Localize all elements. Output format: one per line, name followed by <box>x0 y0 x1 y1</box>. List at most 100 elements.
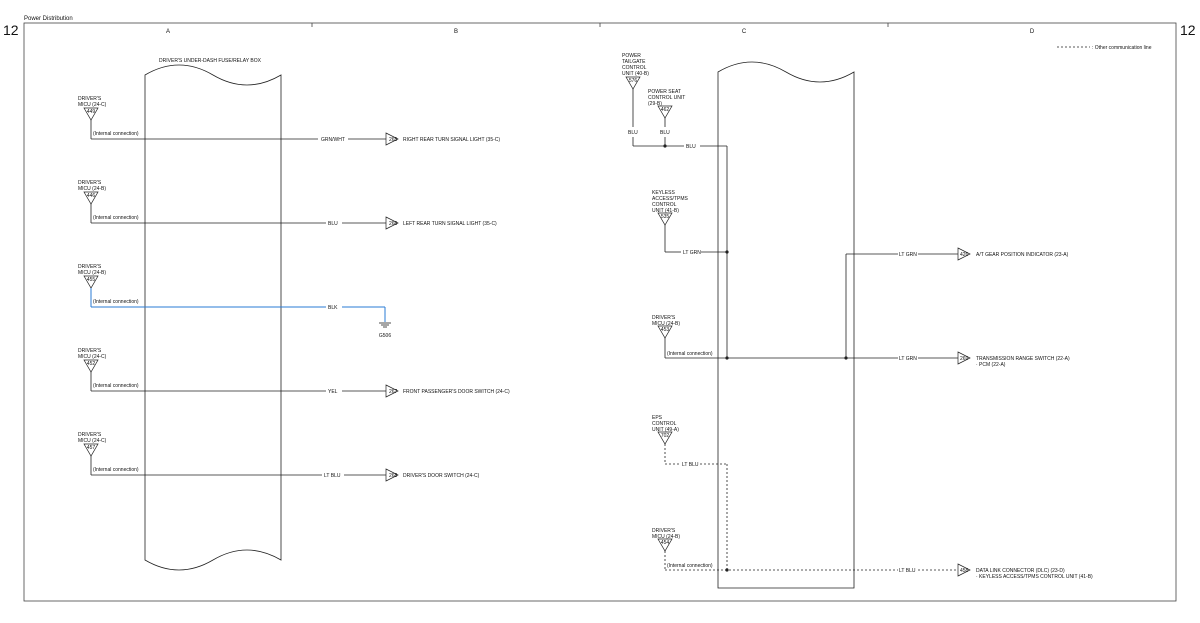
destination-pin: 426 <box>960 252 969 258</box>
source-label: DRIVER'S <box>78 180 102 186</box>
ground-icon <box>379 322 391 328</box>
svg-text:CONTROL UNIT: CONTROL UNIT <box>648 95 685 101</box>
connector-triangle-icon <box>657 212 673 226</box>
wire-color-label: GRN/WHT <box>321 137 345 143</box>
source-eps-control-unit: EPS CONTROL UNIT (49-A) 702 LT BLU <box>652 415 728 570</box>
connector-pin: 535 <box>661 214 670 220</box>
internal-connection-label: (Internal connection) <box>93 299 139 305</box>
source-driver-micu-453: DRIVER'S MICU (24-B) 453 (Internal conne… <box>652 315 898 360</box>
source-keyless-access-control-unit: KEYLESS ACCESS/TPMS CONTROL UNIT (41-B) … <box>652 190 729 256</box>
source-label: MICU (24-C) <box>78 354 107 360</box>
diagram-frame <box>23 22 1177 602</box>
connector-pin: 453 <box>661 327 670 333</box>
destination-arrow-icon <box>385 468 399 482</box>
svg-text:DRIVER'S: DRIVER'S <box>652 315 676 321</box>
destination-pin: 458 <box>960 568 969 574</box>
connector-pin: 452 <box>87 361 96 367</box>
column-label-d: D <box>1030 29 1035 35</box>
destination-label: TRANSMISSION RANGE SWITCH (22-A) <box>976 356 1070 362</box>
wire-color-label: LT GRN <box>899 356 917 362</box>
connector-pin: 454 <box>661 540 670 546</box>
center-unit-box-shape <box>717 61 855 589</box>
source-label: DRIVER'S <box>78 264 102 270</box>
fuse-relay-box-label: DRIVER'S UNDER-DASH FUSE/RELAY BOX <box>159 58 262 64</box>
junction-dot <box>725 250 729 254</box>
connector-pin: 702 <box>661 433 670 439</box>
source-label: MICU (24-B) <box>78 270 106 276</box>
destination-arrow-icon <box>385 132 399 146</box>
destination-label: RIGHT REAR TURN SIGNAL LIGHT (35-C) <box>403 137 500 143</box>
connector-triangle-icon <box>657 538 673 552</box>
source-power-tailgate-control-unit: POWER TAILGATE CONTROL UNIT (40-B) 576 B… <box>622 53 649 146</box>
left-circuit-3: DRIVER'S MICU (24-B) 455 (Internal conne… <box>78 264 391 339</box>
destination-label: DRIVER'S DOOR SWITCH (24-C) <box>403 473 480 479</box>
wire-color-label: LT BLU <box>324 473 341 479</box>
destination-arrow-icon <box>957 351 971 365</box>
page-title: Power Distribution <box>24 16 73 22</box>
connector-pin: 462 <box>661 107 670 113</box>
svg-text:MICU (24-B): MICU (24-B) <box>652 534 680 540</box>
fuse-relay-box-shape <box>144 64 282 571</box>
junction-dot <box>725 568 729 572</box>
wire-color-label: BLK <box>328 305 338 311</box>
svg-text:ACCESS/TPMS: ACCESS/TPMS <box>652 196 689 202</box>
connector-pin: 576 <box>629 78 638 84</box>
internal-connection-label: (Internal connection) <box>93 383 139 389</box>
internal-connection-label: (Internal connection) <box>93 215 139 221</box>
left-circuit-5: DRIVER'S MICU (24-C) 457 (Internal conne… <box>78 432 480 482</box>
internal-connection-label: (Internal connection) <box>93 131 139 137</box>
connector-triangle-icon <box>657 431 673 445</box>
connector-pin: 446 <box>87 193 96 199</box>
source-power-seat-control-unit: POWER SEAT CONTROL UNIT (29-B) 462 BLU <box>648 89 685 146</box>
destination-label: DATA LINK CONNECTOR (DLC) (23-D) <box>976 568 1065 574</box>
connector-triangle-icon <box>83 191 99 205</box>
svg-text:CONTROL: CONTROL <box>652 202 677 208</box>
connector-pin: 449 <box>87 109 96 115</box>
svg-text:KEYLESS: KEYLESS <box>652 190 675 196</box>
svg-text:EPS: EPS <box>652 415 663 421</box>
dest-transmission-range-switch: LT GRN 269 TRANSMISSION RANGE SWITCH (22… <box>899 351 1070 368</box>
wire-color-label: YEL <box>328 389 338 395</box>
destination-arrow-icon <box>957 563 971 577</box>
destination-label: FRONT PASSENGER'S DOOR SWITCH (24-C) <box>403 389 510 395</box>
dest-data-link-connector: LT BLU 458 DATA LINK CONNECTOR (DLC) (23… <box>899 563 1093 580</box>
left-circuit-2: DRIVER'S MICU (24-B) 446 (Internal conne… <box>78 180 497 230</box>
destination-label: · PCM (22-A) <box>976 362 1006 368</box>
connector-triangle-icon <box>625 76 641 90</box>
destination-pin: 269 <box>960 356 969 362</box>
wire-color-label: LT GRN <box>899 252 917 258</box>
source-label: DRIVER'S <box>78 96 102 102</box>
bus-wire-label: BLU <box>686 144 696 150</box>
destination-label: A/T GEAR POSITION INDICATOR (23-A) <box>976 252 1069 258</box>
junction-dot <box>663 144 667 148</box>
ground-label: G506 <box>379 333 391 339</box>
destination-label: · KEYLESS ACCESS/TPMS CONTROL UNIT (41-B… <box>976 574 1093 580</box>
connector-triangle-icon <box>657 105 673 119</box>
connector-triangle-icon <box>83 443 99 457</box>
legend-label: : Other communication line <box>1092 45 1152 51</box>
connector-triangle-icon <box>83 359 99 373</box>
internal-connection-label: (Internal connection) <box>667 351 713 357</box>
svg-text:TAILGATE: TAILGATE <box>622 59 646 65</box>
svg-text:POWER SEAT: POWER SEAT <box>648 89 681 95</box>
wire-color-label: BLU <box>628 130 638 136</box>
page-number-right: 12 <box>1180 22 1196 38</box>
column-label-a: A <box>166 29 170 35</box>
destination-arrow-icon <box>385 384 399 398</box>
destination-label: LEFT REAR TURN SIGNAL LIGHT (35-C) <box>403 221 497 227</box>
wire-color-label: LT BLU <box>899 568 916 574</box>
destination-arrow-icon <box>385 216 399 230</box>
svg-text:UNIT (41-B): UNIT (41-B) <box>652 208 679 214</box>
connector-pin: 457 <box>87 445 96 451</box>
connector-triangle-icon <box>83 275 99 289</box>
column-label-b: B <box>454 29 458 35</box>
left-circuit-1: DRIVER'S MICU (24-C) 449 (Internal conne… <box>78 96 500 146</box>
destination-arrow-icon <box>957 247 971 261</box>
wire-color-label: LT GRN <box>683 250 701 256</box>
destination-pin: 266 <box>389 221 398 227</box>
svg-text:UNIT (49-A): UNIT (49-A) <box>652 427 679 433</box>
svg-text:DRIVER'S: DRIVER'S <box>652 528 676 534</box>
column-label-c: C <box>742 29 747 35</box>
destination-pin: 265 <box>389 137 398 143</box>
